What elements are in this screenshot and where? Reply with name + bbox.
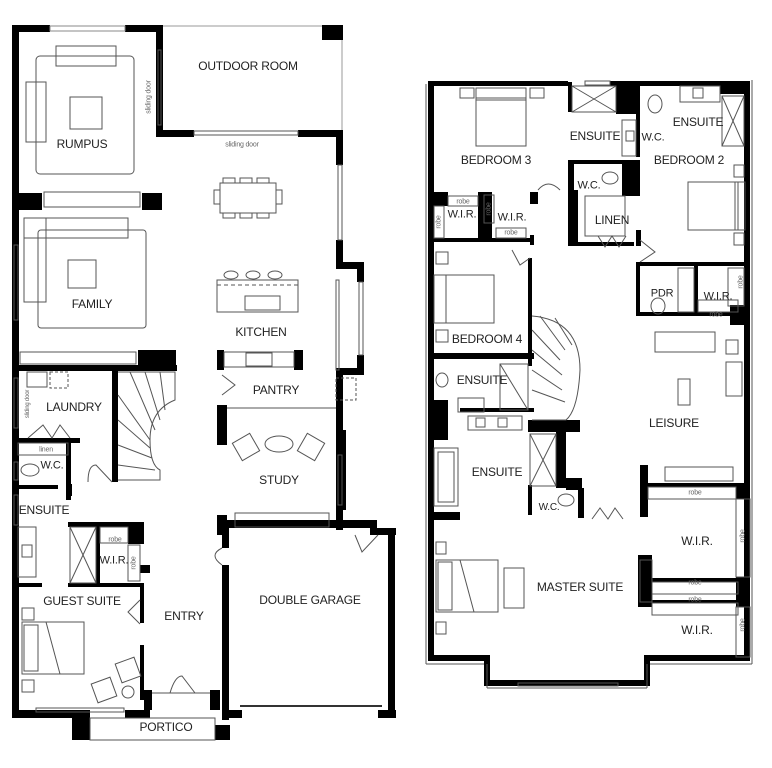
note-robe: robe xyxy=(688,579,702,587)
room-label-double-garage: DOUBLE GARAGE xyxy=(259,593,361,607)
note-laundry-sliding-door: sliding door xyxy=(25,389,31,419)
note-robe: robe xyxy=(709,311,723,319)
room-label-ensuite-bedroom-2: ENSUITE xyxy=(672,115,724,129)
note-robe: robe xyxy=(739,529,747,543)
note-robe: robe xyxy=(504,229,518,237)
room-label-outdoor-room: OUTDOOR ROOM xyxy=(198,59,298,73)
room-label-kitchen: KITCHEN xyxy=(235,325,287,339)
note-robe-top: robe xyxy=(108,536,122,544)
room-label-leisure: LEISURE xyxy=(649,416,699,430)
room-label-study: STUDY xyxy=(259,473,299,487)
room-label-ensuite-bedroom-3: ENSUITE xyxy=(569,129,621,143)
note-linen: linen xyxy=(39,446,53,454)
note-robe: robe xyxy=(737,275,745,289)
note-sliding-door-vertical: sliding door xyxy=(145,80,153,114)
room-label-family: FAMILY xyxy=(71,297,113,311)
note-robe-side: robe xyxy=(130,556,138,570)
room-label-guest-suite: GUEST SUITE xyxy=(43,594,121,608)
room-label-entry: ENTRY xyxy=(164,609,204,623)
room-label-pantry: PANTRY xyxy=(252,383,300,397)
first-floor-lines xyxy=(425,80,753,689)
note-robe: robe xyxy=(485,202,493,216)
room-label-ensuite-bedroom-4: ENSUITE xyxy=(456,373,508,387)
room-label-ensuite-master: ENSUITE xyxy=(471,465,523,479)
note-sliding-door-horizontal: sliding door xyxy=(225,141,259,149)
room-label-master-suite: MASTER SUITE xyxy=(536,580,624,594)
first-floor-walls xyxy=(428,81,750,686)
room-label-wc-mid: W.C. xyxy=(577,179,601,192)
note-robe: robe xyxy=(688,596,702,604)
room-label-wc-top: W.C. xyxy=(641,131,665,144)
room-label-bedroom-4: BEDROOM 4 xyxy=(451,332,523,346)
room-label-bedroom-2: BEDROOM 2 xyxy=(653,153,725,167)
room-label-wir-master-bottom: W.I.R. xyxy=(681,623,713,637)
note-robe: robe xyxy=(688,489,702,497)
room-label-linen: LINEN xyxy=(594,213,630,227)
note-robe: robe xyxy=(739,618,747,632)
note-robe: robe xyxy=(435,215,443,229)
room-label-laundry: LAUNDRY xyxy=(46,400,102,414)
ground-floor-lines xyxy=(13,25,382,741)
room-label-wir-master-top: W.I.R. xyxy=(681,534,713,548)
room-label-wc: W.C. xyxy=(40,459,64,472)
room-label-wir-left: W.I.R. xyxy=(447,208,477,221)
room-label-portico: PORTICO xyxy=(139,720,193,734)
room-label-wir: W.I.R. xyxy=(99,554,129,567)
room-label-wir-bedroom-2: W.I.R. xyxy=(703,290,733,303)
room-label-rumpus: RUMPUS xyxy=(56,137,108,151)
room-label-wc-master: W.C. xyxy=(538,502,560,513)
ground-floor-walls xyxy=(12,25,396,740)
note-robe: robe xyxy=(456,198,470,206)
room-label-bedroom-3: BEDROOM 3 xyxy=(460,153,532,167)
room-label-wir-mid: W.I.R. xyxy=(497,211,527,224)
room-label-pdr: PDR xyxy=(650,287,674,300)
room-label-ensuite: ENSUITE xyxy=(18,503,70,517)
